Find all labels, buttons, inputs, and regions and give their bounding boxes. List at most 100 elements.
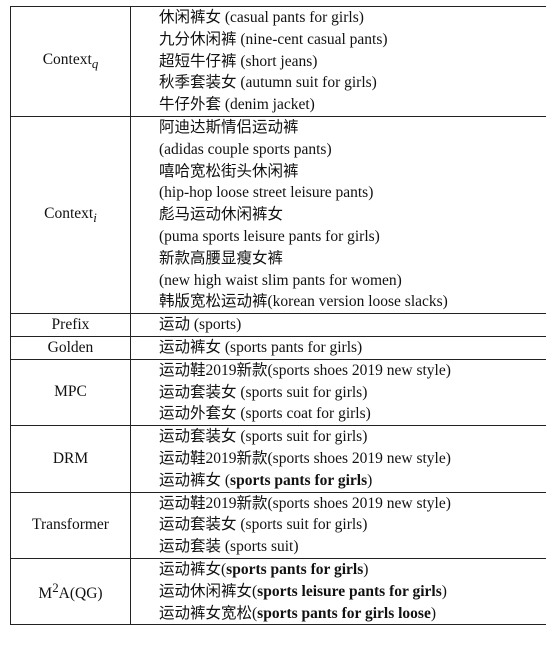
row-label-text: MPC bbox=[54, 383, 87, 401]
table-row: Transformer 运动鞋2019新款(sports shoes 2019 n… bbox=[10, 492, 546, 559]
query-item: 九分休闲裤 (nine-cent casual pants) bbox=[159, 29, 546, 51]
query-text: 运动裤女宽松( bbox=[159, 604, 258, 622]
query-text: 韩版宽松运动裤(korean version loose slacks) bbox=[159, 293, 448, 311]
query-text: 运动 (sports) bbox=[159, 316, 242, 334]
query-item: 运动 (sports) bbox=[159, 314, 546, 336]
query-item: 秋季套装女 (autumn suit for girls) bbox=[159, 72, 546, 94]
query-text: 休闲裤女 (casual pants for girls) bbox=[159, 9, 364, 26]
query-item: 韩版宽松运动裤(korean version loose slacks) bbox=[159, 291, 546, 313]
table-row: Contextq 休闲裤女 (casual pants for girls) 九分休… bbox=[10, 6, 546, 117]
query-item: 运动鞋2019新款(sports shoes 2019 new style) bbox=[159, 360, 546, 382]
query-text: (adidas couple sports pants) bbox=[159, 140, 332, 158]
query-text: (puma sports leisure pants for girls) bbox=[159, 227, 380, 245]
query-item: (adidas couple sports pants) bbox=[159, 139, 546, 161]
query-item: 运动鞋2019新款(sports shoes 2019 new style) bbox=[159, 493, 546, 515]
query-text: 新款高腰显瘦女裤 bbox=[159, 249, 284, 267]
query-item: 牛仔外套 (denim jacket) bbox=[159, 94, 546, 116]
query-text: 超短牛仔裤 (short jeans) bbox=[159, 52, 318, 70]
query-item: (new high waist slim pants for women) bbox=[159, 270, 546, 292]
table-row: M2A(QG)运动裤女(sports pants for girls)运动休闲裤… bbox=[10, 558, 546, 626]
row-label-subscript: q bbox=[91, 56, 99, 72]
row-queries: 运动裤女 (sports pants for girls) bbox=[130, 336, 546, 360]
row-queries: 运动套装女 (sports suit for girls) 运动鞋2019新款(s… bbox=[130, 425, 546, 493]
query-text: 运动鞋2019新款(sports shoes 2019 new style) bbox=[159, 449, 451, 467]
row-label-text: Prefix bbox=[51, 316, 90, 334]
query-text: 运动裤女( bbox=[159, 560, 227, 578]
row-label: Golden bbox=[10, 336, 131, 360]
query-item: 新款高腰显瘦女裤 bbox=[159, 248, 546, 270]
table-row: DRM 运动套装女 (sports suit for girls) 运动鞋2019新… bbox=[10, 425, 546, 493]
query-text-bold: sports pants for girls loose bbox=[257, 604, 431, 622]
table-row: MPC 运动鞋2019新款(sports shoes 2019 new style… bbox=[10, 359, 546, 427]
table-row: Prefix 运动 (sports) bbox=[10, 313, 546, 337]
query-item: 运动套装女 (sports suit for girls) bbox=[159, 382, 546, 404]
query-text: 运动套装女 (sports suit for girls) bbox=[159, 516, 368, 534]
query-text: 嘻哈宽松街头休闲裤 bbox=[159, 162, 299, 180]
query-item: (puma sports leisure pants for girls) bbox=[159, 226, 546, 248]
row-label: Prefix bbox=[10, 313, 131, 337]
query-item: 运动休闲裤女(sports leisure pants for girls) bbox=[159, 581, 546, 603]
row-queries: 阿迪达斯情侣运动裤 (adidas couple sports pants) 嘻哈宽… bbox=[130, 116, 546, 315]
query-item: 彪马运动休闲裤女 bbox=[159, 204, 546, 226]
query-text: 运动套装女 (sports suit for girls) bbox=[159, 428, 368, 446]
query-text: 九分休闲裤 (nine-cent casual pants) bbox=[159, 30, 388, 48]
query-item: 运动套装女 (sports suit for girls) bbox=[159, 426, 546, 448]
query-item: 运动裤女 (sports pants for girls) bbox=[159, 470, 546, 492]
query-text: 阿迪达斯情侣运动裤 bbox=[159, 118, 299, 136]
row-label: Contexti bbox=[10, 116, 131, 315]
query-text: 运动套装 (sports suit) bbox=[159, 538, 299, 556]
row-label-text: Context bbox=[42, 50, 92, 68]
row-label-text: Golden bbox=[47, 338, 94, 356]
table-row: Golden 运动裤女 (sports pants for girls) bbox=[10, 336, 546, 360]
query-item: 运动裤女宽松(sports pants for girls loose) bbox=[159, 603, 546, 625]
query-text: 彪马运动休闲裤女 bbox=[159, 206, 284, 224]
query-item: (hip-hop loose street leisure pants) bbox=[159, 182, 546, 204]
query-text: 运动鞋2019新款(sports shoes 2019 new style) bbox=[159, 494, 451, 512]
row-label-text: Transformer bbox=[32, 516, 109, 534]
query-text: 运动裤女 (sports pants for girls) bbox=[159, 338, 363, 356]
query-text-bold: sports pants for girls bbox=[226, 560, 364, 578]
query-item: 超短牛仔裤 (short jeans) bbox=[159, 51, 546, 73]
row-label: Contextq bbox=[10, 6, 131, 117]
query-text: 运动裤女 ( bbox=[159, 471, 231, 489]
row-label: MPC bbox=[10, 359, 131, 427]
row-label-text: Context bbox=[44, 204, 94, 222]
row-queries: 运动 (sports) bbox=[130, 313, 546, 337]
query-text: 运动套装女 (sports suit for girls) bbox=[159, 383, 368, 401]
query-text: ) bbox=[367, 471, 373, 489]
query-item: 运动外套女 (sports coat for girls) bbox=[159, 403, 546, 425]
row-label-text: DRM bbox=[52, 449, 89, 467]
row-queries: 运动裤女(sports pants for girls)运动休闲裤女(sport… bbox=[130, 558, 546, 626]
query-text-bold: sports leisure pants for girls bbox=[257, 582, 442, 600]
row-queries: 休闲裤女 (casual pants for girls) 九分休闲裤 (nine… bbox=[130, 6, 546, 117]
query-text: 秋季套装女 (autumn suit for girls) bbox=[159, 74, 377, 92]
table-row: Contexti 阿迪达斯情侣运动裤 (adidas couple sports p… bbox=[10, 116, 546, 315]
query-item: 运动鞋2019新款(sports shoes 2019 new style) bbox=[159, 448, 546, 470]
row-label: M2A(QG) bbox=[10, 558, 131, 626]
query-text: ) bbox=[363, 560, 369, 578]
row-queries: 运动鞋2019新款(sports shoes 2019 new style) 运动… bbox=[130, 492, 546, 559]
query-item: 休闲裤女 (casual pants for girls) bbox=[159, 7, 546, 29]
query-item: 运动裤女 (sports pants for girls) bbox=[159, 337, 546, 359]
query-text: 牛仔外套 (denim jacket) bbox=[159, 96, 315, 114]
query-text: ) bbox=[441, 582, 447, 600]
query-item: 运动套装女 (sports suit for girls) bbox=[159, 514, 546, 536]
query-text: 运动外套女 (sports coat for girls) bbox=[159, 405, 371, 423]
query-text: ) bbox=[430, 604, 437, 622]
query-text-bold: sports pants for girls bbox=[230, 471, 368, 489]
row-label-suffix: A(QG) bbox=[58, 585, 103, 603]
query-text: (new high waist slim pants for women) bbox=[159, 271, 402, 289]
row-queries: 运动鞋2019新款(sports shoes 2019 new style) 运动… bbox=[130, 359, 546, 427]
query-item: 运动套装 (sports suit) bbox=[159, 536, 546, 558]
query-text: 运动鞋2019新款(sports shoes 2019 new style) bbox=[159, 361, 451, 379]
query-item: 阿迪达斯情侣运动裤 bbox=[159, 117, 546, 139]
row-label-subscript: i bbox=[93, 209, 97, 225]
row-label-text: M bbox=[38, 585, 53, 603]
row-label: DRM bbox=[10, 425, 131, 493]
query-text: 运动休闲裤女( bbox=[159, 582, 258, 600]
query-item: 嘻哈宽松街头休闲裤 bbox=[159, 161, 546, 183]
query-item: 运动裤女(sports pants for girls) bbox=[159, 559, 546, 581]
query-text: (hip-hop loose street leisure pants) bbox=[159, 184, 374, 202]
row-label: Transformer bbox=[10, 492, 131, 559]
